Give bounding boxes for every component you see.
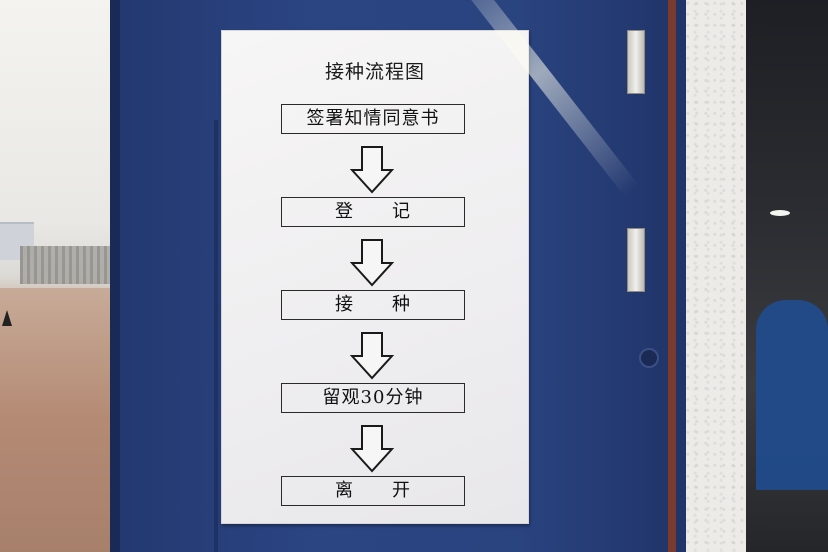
step-register: 登 记 <box>281 197 465 227</box>
white-wall <box>686 0 746 552</box>
step-vaccinate: 接 种 <box>281 290 465 320</box>
outdoor-view <box>0 0 112 552</box>
door-hinge-top <box>627 30 645 94</box>
door-hinge-bottom <box>627 228 645 292</box>
seated-person <box>756 300 828 490</box>
running-track <box>0 288 112 552</box>
step-sign-consent: 签署知情同意书 <box>281 104 465 134</box>
down-arrow-icon <box>350 425 394 473</box>
traffic-cone <box>2 310 12 326</box>
poster-title: 接种流程图 <box>324 61 425 83</box>
step-leave: 离 开 <box>281 476 465 506</box>
door-lock <box>639 348 659 368</box>
door-frame <box>668 0 676 552</box>
down-arrow-icon <box>350 239 394 287</box>
distant-trees <box>20 246 112 284</box>
door-seam <box>214 120 218 552</box>
vaccination-flowchart-poster: 接种流程图 签署知情同意书 登 记 接 种 留观30分钟 离 开 <box>221 30 529 524</box>
door-edge <box>110 0 120 552</box>
down-arrow-icon <box>350 146 394 194</box>
ceiling-light <box>770 210 790 216</box>
down-arrow-icon <box>350 332 394 380</box>
step-observe-30min: 留观30分钟 <box>281 383 465 413</box>
distant-building <box>0 222 34 260</box>
